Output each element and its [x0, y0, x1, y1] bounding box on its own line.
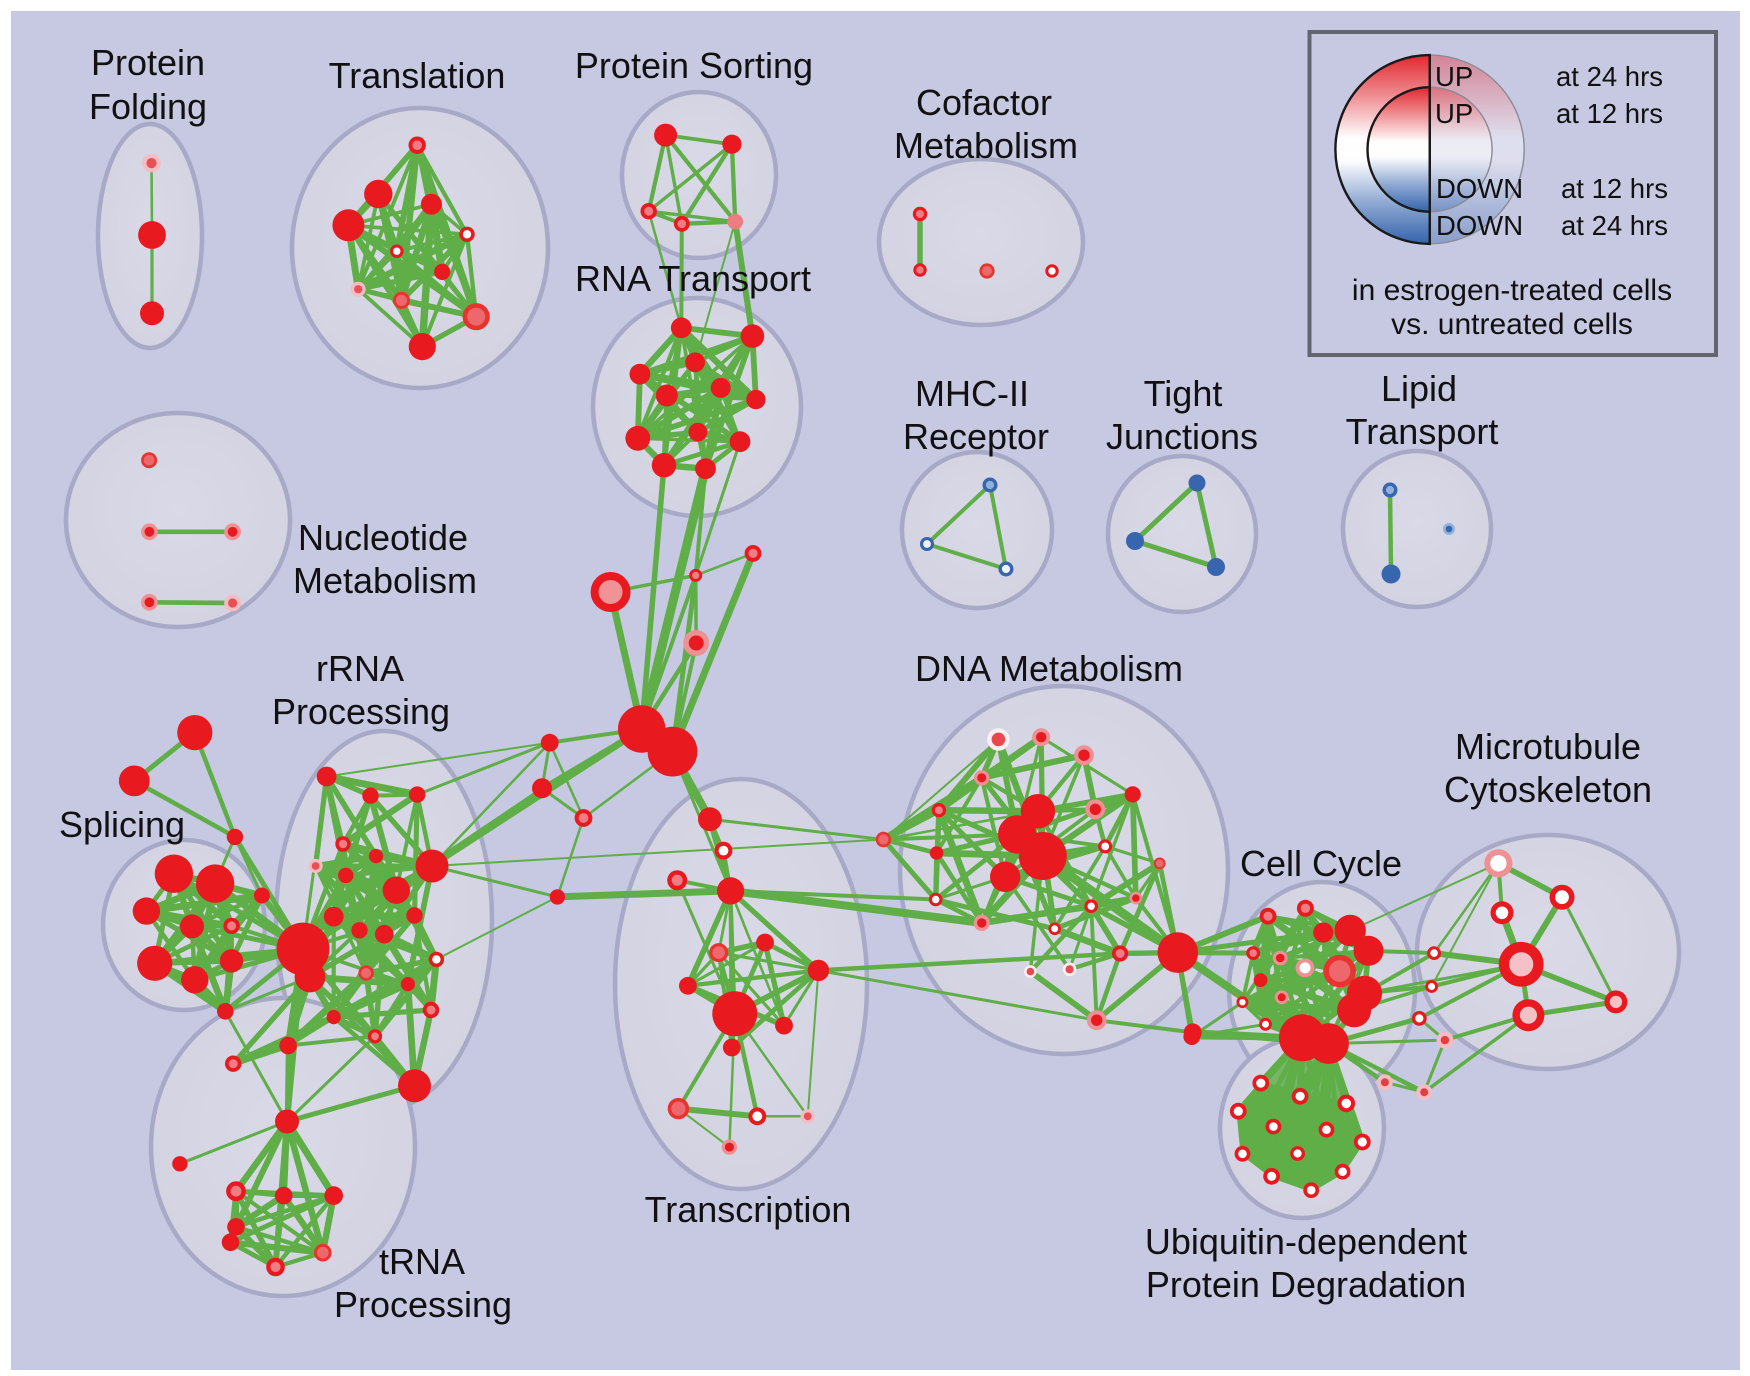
svg-text:at 24 hrs: at 24 hrs: [1561, 210, 1668, 241]
svg-text:Protein Degradation: Protein Degradation: [1146, 1264, 1466, 1305]
svg-text:Ubiquitin-dependent: Ubiquitin-dependent: [1145, 1221, 1467, 1262]
svg-text:Splicing: Splicing: [59, 804, 185, 845]
svg-text:DOWN: DOWN: [1436, 210, 1523, 241]
svg-text:Protein: Protein: [91, 42, 205, 83]
svg-text:in estrogen-treated cells: in estrogen-treated cells: [1352, 274, 1672, 307]
svg-text:DNA Metabolism: DNA Metabolism: [915, 648, 1183, 689]
svg-text:Cytoskeleton: Cytoskeleton: [1444, 769, 1652, 810]
svg-text:Receptor: Receptor: [903, 416, 1049, 457]
svg-text:Junctions: Junctions: [1106, 416, 1258, 457]
svg-text:Protein Sorting: Protein Sorting: [575, 45, 813, 86]
svg-text:Transcription: Transcription: [645, 1189, 852, 1230]
svg-text:Metabolism: Metabolism: [293, 560, 477, 601]
svg-text:Translation: Translation: [329, 55, 506, 96]
svg-text:Transport: Transport: [1346, 411, 1499, 452]
svg-text:Lipid: Lipid: [1381, 368, 1457, 409]
svg-text:vs. untreated cells: vs. untreated cells: [1391, 308, 1633, 341]
svg-text:Cell Cycle: Cell Cycle: [1240, 843, 1402, 884]
svg-text:UP: UP: [1435, 98, 1473, 129]
svg-text:Folding: Folding: [89, 86, 207, 127]
svg-text:Processing: Processing: [334, 1284, 512, 1325]
svg-text:Processing: Processing: [272, 691, 450, 732]
svg-text:Microtubule: Microtubule: [1455, 726, 1641, 767]
svg-text:rRNA: rRNA: [316, 648, 404, 689]
svg-text:at 12 hrs: at 12 hrs: [1561, 173, 1668, 204]
svg-text:MHC-II: MHC-II: [915, 373, 1029, 414]
svg-text:tRNA: tRNA: [379, 1241, 465, 1282]
svg-text:DOWN: DOWN: [1436, 173, 1523, 204]
svg-text:UP: UP: [1435, 61, 1473, 92]
svg-text:Metabolism: Metabolism: [894, 125, 1078, 166]
svg-text:RNA Transport: RNA Transport: [575, 258, 811, 299]
svg-text:Cofactor: Cofactor: [916, 82, 1052, 123]
svg-text:Nucleotide: Nucleotide: [298, 517, 468, 558]
svg-text:at 24 hrs: at 24 hrs: [1556, 61, 1663, 92]
svg-text:at 12 hrs: at 12 hrs: [1556, 98, 1663, 129]
svg-text:Tight: Tight: [1144, 373, 1223, 414]
